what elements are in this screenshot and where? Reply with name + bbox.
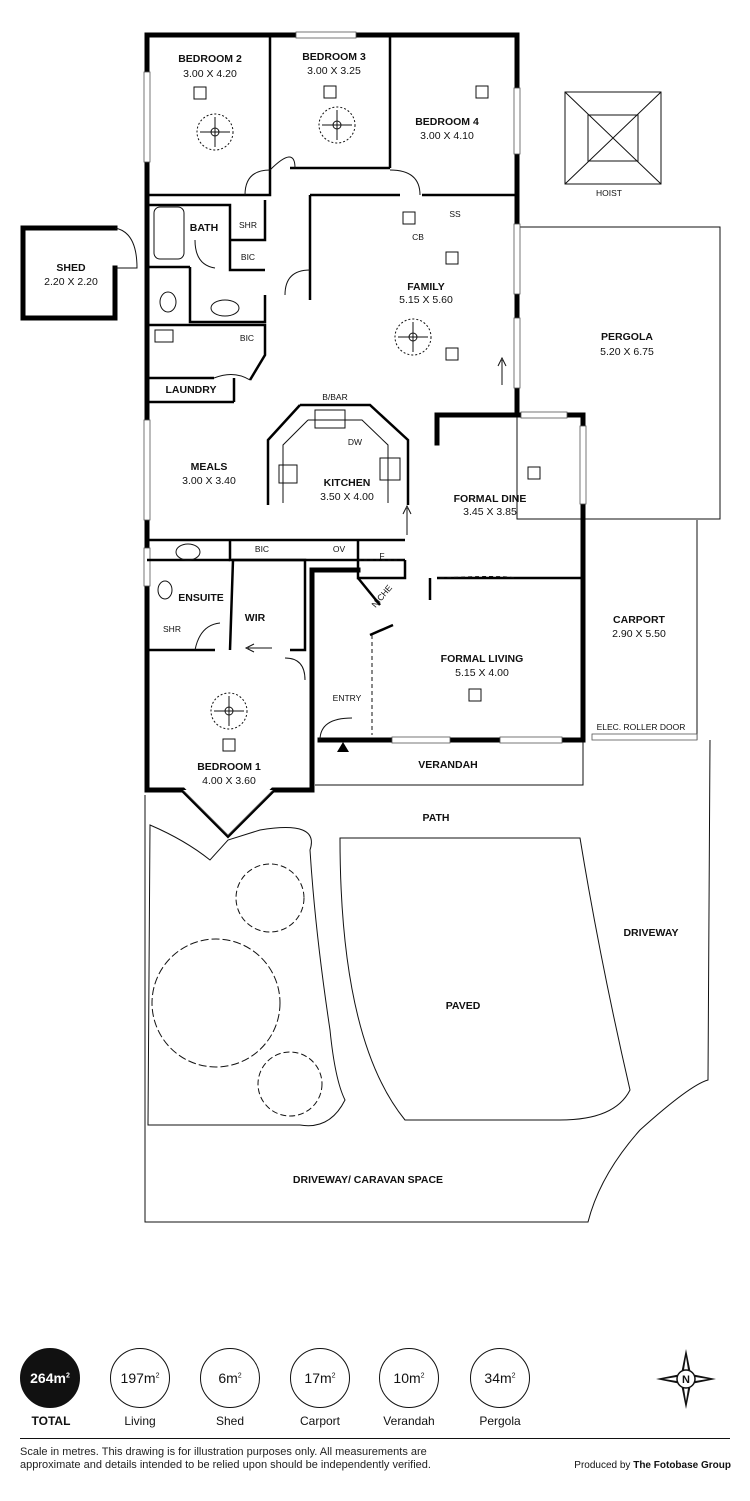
trees bbox=[151, 863, 323, 1117]
ceiling-fans bbox=[196, 106, 432, 730]
label-laundry: LAUNDRY bbox=[166, 384, 217, 396]
label-wir: WIR bbox=[245, 612, 266, 624]
floor-plan: BEDROOM 2 3.00 X 4.20 BEDROOM 3 3.00 X 3… bbox=[20, 31, 721, 1223]
area-exp: 2 bbox=[420, 1372, 425, 1380]
area-exp: 2 bbox=[511, 1372, 516, 1380]
label-bic-laundry: BIC bbox=[240, 333, 254, 343]
label-dw: DW bbox=[348, 437, 362, 447]
windows bbox=[143, 31, 698, 836]
area-circle-verandah: 10m2 bbox=[379, 1348, 439, 1408]
room-name-carport: CARPORT bbox=[613, 614, 666, 626]
area-circle-living: 197m2 bbox=[110, 1348, 170, 1408]
area-circle-shed: 6m2 bbox=[200, 1348, 260, 1408]
label-ensuite: ENSUITE bbox=[178, 592, 224, 604]
room-dims-family: 5.15 X 5.60 bbox=[399, 294, 453, 306]
label-f: F bbox=[379, 551, 384, 561]
label-driveway-caravan: DRIVEWAY/ CARAVAN SPACE bbox=[293, 1174, 443, 1186]
area-label-pergola: Pergola bbox=[479, 1414, 521, 1428]
room-name-formal-dine: FORMAL DINE bbox=[454, 493, 527, 505]
label-ss: SS bbox=[449, 209, 461, 219]
room-dims-bedroom-3: 3.00 X 3.25 bbox=[307, 65, 361, 77]
room-name-shed: SHED bbox=[56, 262, 86, 274]
area-label-total: TOTAL bbox=[31, 1414, 71, 1428]
area-exp: 2 bbox=[237, 1372, 242, 1380]
room-name-bedroom-1: BEDROOM 1 bbox=[197, 761, 261, 773]
room-name-bedroom-4: BEDROOM 4 bbox=[415, 116, 479, 128]
area-label-verandah: Verandah bbox=[383, 1414, 435, 1428]
label-shr-ensuite: SHR bbox=[163, 624, 181, 634]
area-label-shed: Shed bbox=[215, 1414, 245, 1428]
room-name-meals: MEALS bbox=[191, 461, 228, 473]
produced-by-label: Produced by bbox=[574, 1460, 631, 1471]
area-exp: 2 bbox=[65, 1372, 70, 1380]
room-dims-carport: 2.90 X 5.50 bbox=[612, 628, 666, 640]
room-name-pergola: PERGOLA bbox=[601, 331, 653, 343]
room-dims-bedroom-2: 3.00 X 4.20 bbox=[183, 68, 237, 80]
room-name-bedroom-2: BEDROOM 2 bbox=[178, 53, 242, 65]
internal-walls bbox=[147, 35, 583, 652]
room-dims-meals: 3.00 X 3.40 bbox=[182, 475, 236, 487]
label-ov: OV bbox=[333, 544, 346, 554]
door-swings bbox=[194, 156, 516, 741]
label-shr-bath: SHR bbox=[239, 220, 257, 230]
bath-fixtures bbox=[153, 206, 416, 600]
label-cb: CB bbox=[412, 232, 424, 242]
label-driveway: DRIVEWAY bbox=[623, 927, 678, 939]
area-circle-carport: 17m2 bbox=[290, 1348, 350, 1408]
area-exp: 2 bbox=[331, 1372, 336, 1380]
area-value-pergola: 34m bbox=[484, 1370, 512, 1386]
label-verandah: VERANDAH bbox=[418, 759, 478, 771]
area-label-carport: Carport bbox=[299, 1414, 340, 1428]
disclaimer-text: Scale in metres. This drawing is for ill… bbox=[20, 1446, 431, 1471]
room-dims-bedroom-4: 3.00 X 4.10 bbox=[420, 130, 474, 142]
room-dims-pergola: 5.20 X 6.75 bbox=[600, 346, 654, 358]
label-bbar: B/BAR bbox=[322, 392, 348, 402]
room-name-family: FAMILY bbox=[407, 281, 445, 293]
arrows bbox=[244, 356, 507, 752]
area-exp: 2 bbox=[155, 1372, 160, 1380]
label-bic-bath: BIC bbox=[241, 252, 255, 262]
footer-divider bbox=[20, 1438, 730, 1439]
area-value-total: 264m bbox=[30, 1370, 66, 1386]
kitchen-island bbox=[266, 403, 410, 505]
area-value-living: 197m bbox=[120, 1370, 156, 1386]
hoist bbox=[564, 91, 662, 185]
area-circle-pergola: 34m2 bbox=[470, 1348, 530, 1408]
room-name-kitchen: KITCHEN bbox=[324, 477, 371, 489]
producer-credit: Produced by The Fotobase Group bbox=[574, 1460, 731, 1471]
compass-icon: N bbox=[656, 1349, 716, 1409]
house-walls bbox=[144, 32, 586, 839]
room-dims-bedroom-1: 4.00 X 3.60 bbox=[202, 775, 256, 787]
label-roller-door: ELEC. ROLLER DOOR bbox=[597, 722, 686, 732]
room-dims-kitchen: 3.50 X 4.00 bbox=[320, 491, 374, 503]
area-circle-total: 264m2 bbox=[20, 1348, 80, 1408]
area-value-shed: 6m bbox=[218, 1370, 238, 1386]
label-hoist: HOIST bbox=[596, 188, 622, 198]
area-value-verandah: 10m bbox=[393, 1370, 421, 1386]
label-path: PATH bbox=[422, 812, 449, 824]
room-dims-shed: 2.20 X 2.20 bbox=[44, 276, 98, 288]
room-labels: BEDROOM 2 3.00 X 4.20 BEDROOM 3 3.00 X 3… bbox=[44, 51, 685, 1186]
producer-name: The Fotobase Group bbox=[633, 1460, 731, 1471]
room-dims-formal-living: 5.15 X 4.00 bbox=[455, 667, 509, 679]
room-name-bedroom-3: BEDROOM 3 bbox=[302, 51, 366, 63]
light-points bbox=[193, 85, 541, 752]
label-paved: PAVED bbox=[446, 1000, 481, 1012]
room-dims-formal-dine: 3.45 X 3.85 bbox=[463, 506, 517, 518]
area-label-living: Living bbox=[124, 1414, 156, 1428]
shed bbox=[20, 225, 138, 321]
compass-north-letter: N bbox=[682, 1374, 690, 1386]
label-bic-meals: BIC bbox=[255, 544, 269, 554]
room-name-formal-living: FORMAL LIVING bbox=[441, 653, 524, 665]
label-entry: ENTRY bbox=[333, 693, 362, 703]
label-bath: BATH bbox=[190, 222, 218, 234]
area-value-carport: 17m bbox=[304, 1370, 332, 1386]
